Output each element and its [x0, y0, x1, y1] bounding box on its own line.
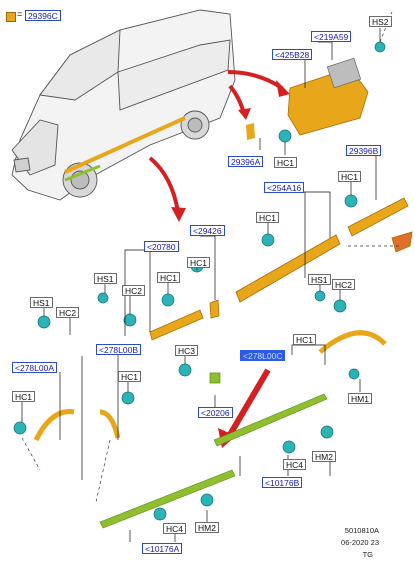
part-label-HC3[interactable]: HC3 — [175, 345, 199, 356]
legend-equals: = — [17, 9, 23, 19]
part-label-278L00C-highlighted[interactable]: <278L00C — [240, 350, 286, 361]
part-label-29396A[interactable]: 29396A — [228, 156, 264, 167]
part-label-20780[interactable]: <20780 — [144, 241, 179, 252]
part-label-HC2-b[interactable]: HC2 — [56, 307, 80, 318]
part-label-278L00B[interactable]: <278L00B — [96, 344, 141, 355]
part-label-HC1-f[interactable]: HC1 — [118, 371, 142, 382]
fastener-clips — [13, 41, 386, 521]
part-label-10176A[interactable]: <10176A — [142, 543, 183, 554]
part-label-HC1-e[interactable]: HC1 — [157, 272, 181, 283]
part-label-29396B[interactable]: 29396B — [346, 145, 382, 156]
legend-swatch — [6, 12, 16, 22]
part-label-278L00A[interactable]: <278L00A — [12, 362, 57, 373]
part-label-219A59[interactable]: <219A59 — [311, 31, 352, 42]
part-label-HC1-g[interactable]: HC1 — [293, 334, 317, 345]
part-label-HC2-c[interactable]: HC2 — [332, 279, 356, 290]
part-label-HM1[interactable]: HM1 — [348, 393, 372, 404]
part-label-HS1-a[interactable]: HS1 — [94, 273, 117, 284]
part-label-HS2-top[interactable]: HS2 — [369, 16, 392, 27]
part-label-HC2-a[interactable]: HC2 — [122, 285, 146, 296]
side-strips — [99, 393, 328, 529]
part-label-HS1-c[interactable]: HS1 — [308, 274, 331, 285]
part-label-425B28[interactable]: <425B28 — [272, 49, 313, 60]
part-label-20206[interactable]: <20206 — [198, 407, 233, 418]
diagram-initials: TG — [362, 550, 373, 559]
part-label-29426[interactable]: <29426 — [190, 225, 225, 236]
wheel-arches — [33, 330, 387, 442]
rear-panel-part — [246, 57, 369, 140]
part-label-HS1-b[interactable]: HS1 — [30, 297, 53, 308]
part-label-254A16[interactable]: <254A16 — [264, 182, 305, 193]
part-label-HC4-a[interactable]: HC4 — [283, 459, 307, 470]
van-illustration — [11, 9, 236, 201]
diagram-date: 06-2020 23 — [341, 538, 379, 547]
legend-code-label[interactable]: 29396C — [25, 10, 61, 21]
sill-mouldings — [149, 197, 413, 341]
part-label-HM2-a[interactable]: HM2 — [312, 451, 336, 462]
part-label-HC4-b[interactable]: HC4 — [163, 523, 187, 534]
part-label-HC1-b[interactable]: HC1 — [338, 171, 362, 182]
part-label-HC1-d[interactable]: HC1 — [187, 257, 211, 268]
part-label-HC1-c[interactable]: HC1 — [256, 212, 280, 223]
part-label-HM2-b[interactable]: HM2 — [195, 522, 219, 533]
part-label-HC1-h[interactable]: HC1 — [12, 391, 36, 402]
part-label-10176B[interactable]: <10176B — [262, 477, 303, 488]
diagram-ref: 5010810A — [344, 526, 379, 535]
part-label-HC1-a[interactable]: HC1 — [274, 157, 298, 168]
